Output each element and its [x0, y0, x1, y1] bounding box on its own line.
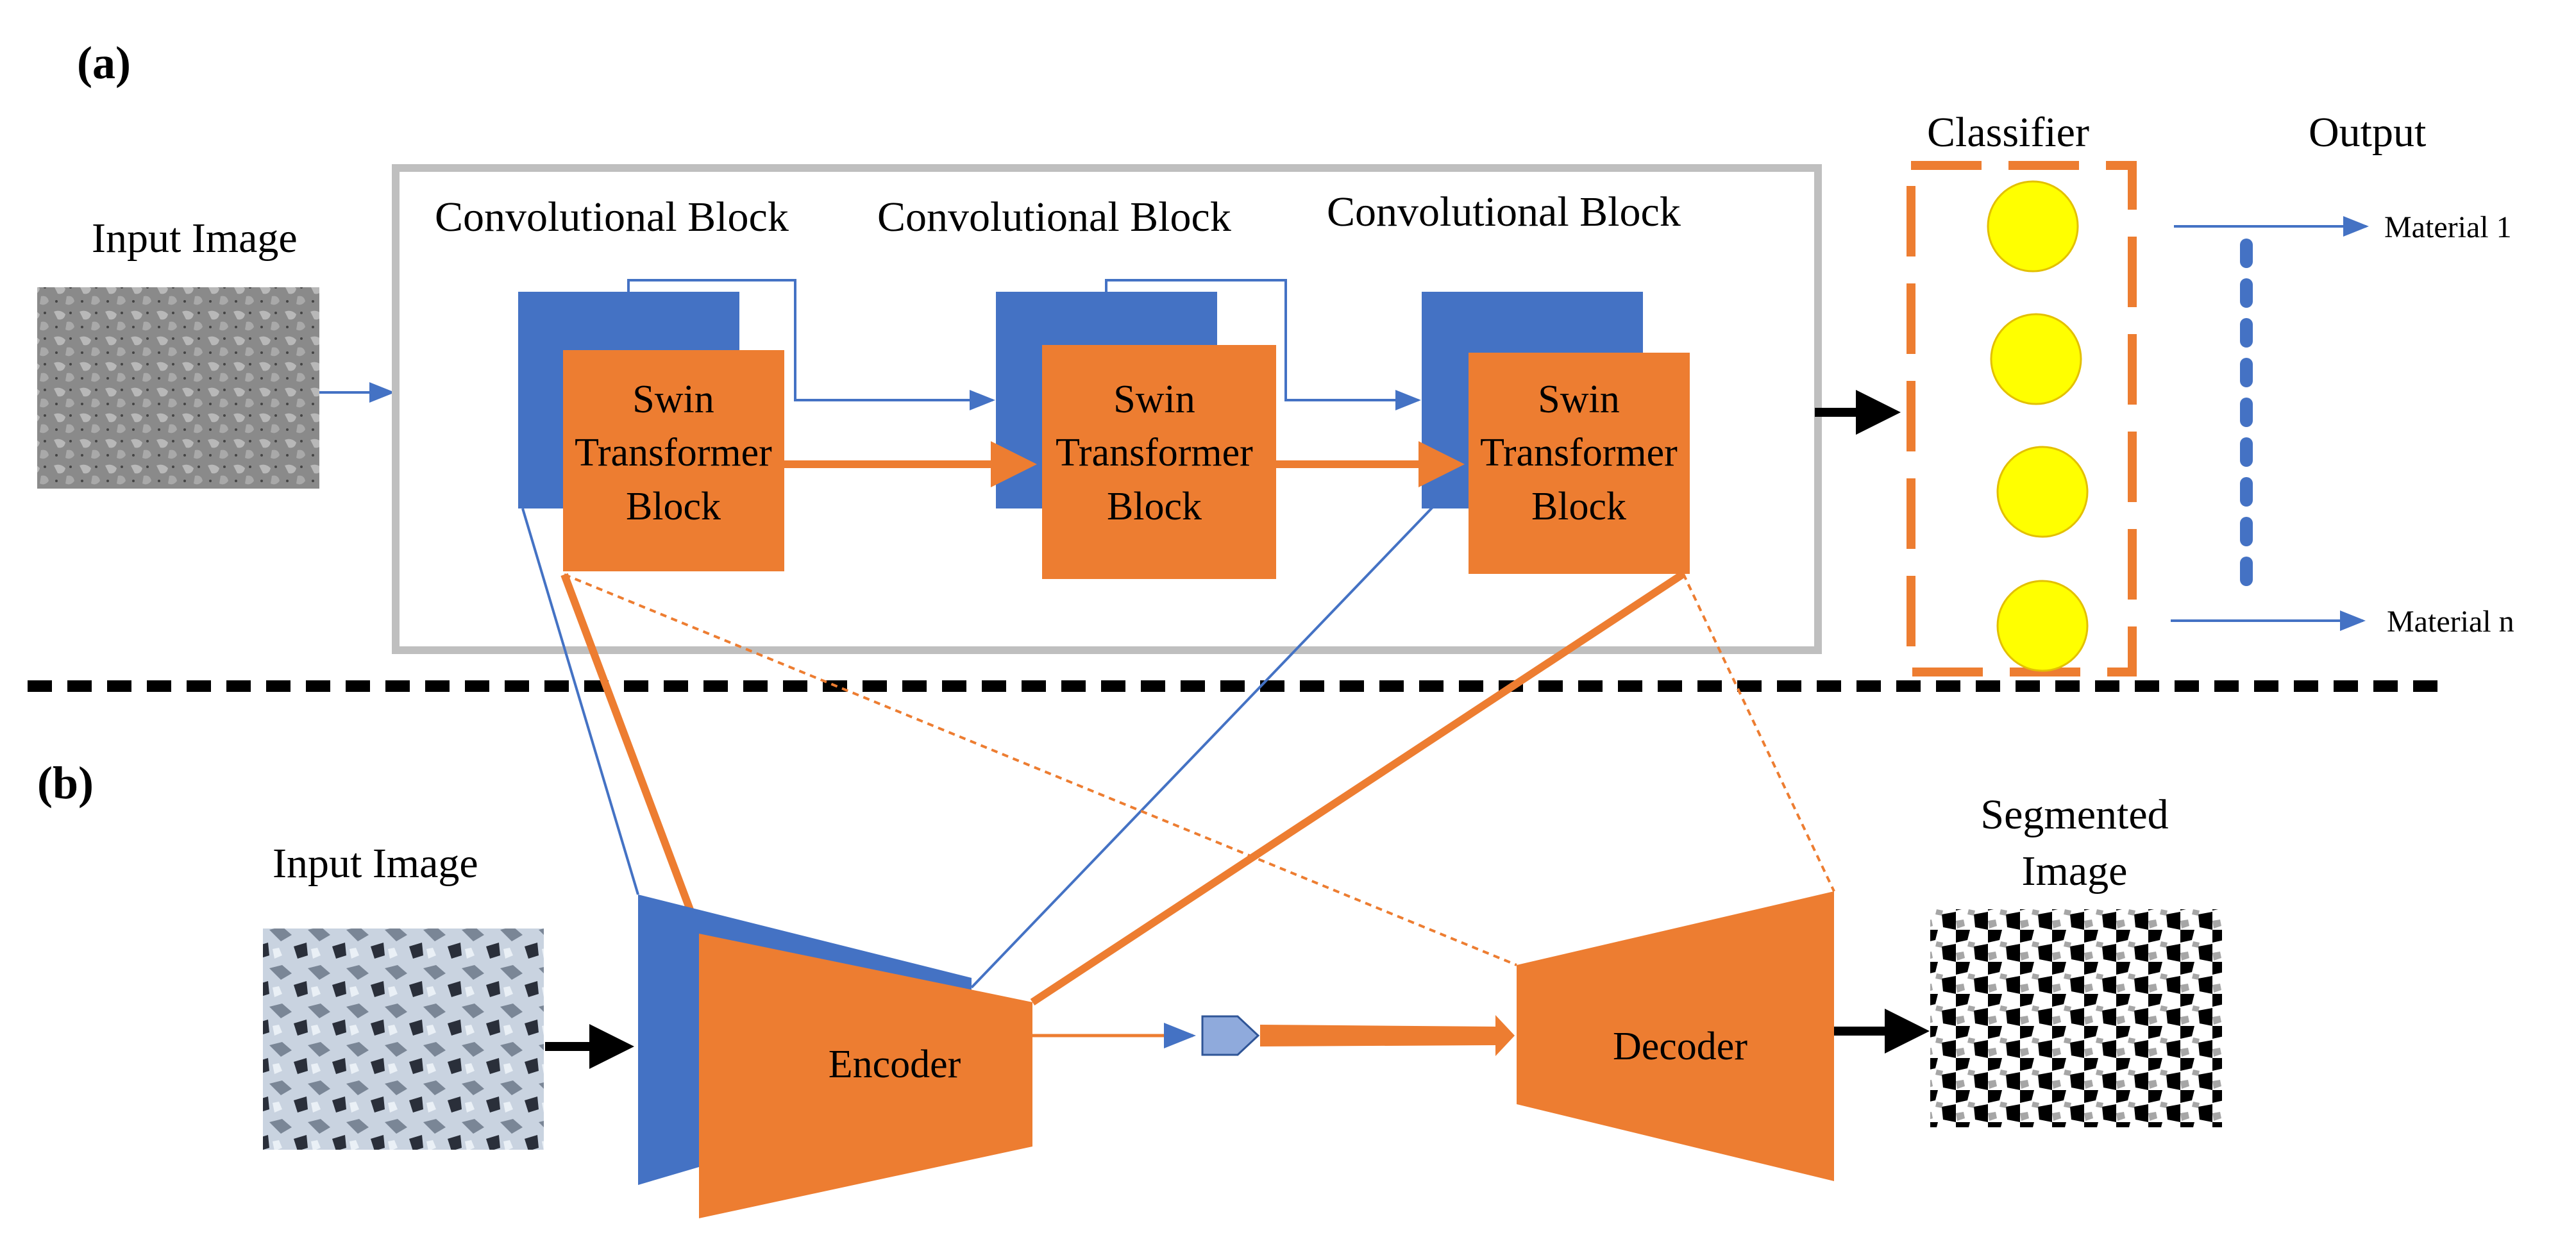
swin-block-3-line2: Transformer: [1480, 431, 1678, 475]
conv-block-title-2: Convolutional Block: [877, 194, 1231, 240]
swin-block-1-line2: Transformer: [575, 431, 772, 475]
bottleneck-shape: [1201, 1015, 1260, 1056]
swin-block-3: [1469, 353, 1690, 574]
connector-orange-thick-2: [1030, 570, 1686, 1006]
connector-orange-dotted-1: [564, 573, 1517, 966]
swin-block-2-line3: Block: [1107, 485, 1202, 528]
swin-block-3-line3: Block: [1531, 485, 1626, 528]
swin-block-1-line3: Block: [626, 485, 721, 528]
segmented-title-line1: Segmented: [1980, 791, 2168, 838]
input-image-b: [263, 928, 544, 1150]
skip-connection-2: [1105, 279, 1421, 410]
decoder-label: Decoder: [1613, 1025, 1747, 1068]
connector-blue-1: [521, 508, 639, 895]
decoder-shape: [1517, 891, 1834, 1181]
conv-block-title-1: Convolutional Block: [435, 194, 789, 240]
swin-block-2-line1: Swin: [1113, 378, 1195, 421]
input-image-a: [37, 287, 319, 489]
input-image-title-b: Input Image: [273, 840, 478, 887]
swin-block-1-line1: Swin: [632, 378, 714, 421]
segmented-title-line2: Image: [2022, 848, 2128, 895]
swin-block-1: [563, 350, 784, 571]
connector-orange-dotted-2: [1682, 573, 1835, 892]
classifier-node-1: [1987, 180, 2079, 273]
classifier-node-3: [1996, 446, 2089, 538]
connector-blue-2: [970, 505, 1435, 989]
conv-block-title-3: Convolutional Block: [1327, 189, 1681, 235]
panel-a-label: (a): [77, 37, 131, 88]
classifier-box: [1907, 161, 2137, 676]
panel-b-label: (b): [37, 757, 94, 809]
swin-block-2: [1042, 345, 1276, 579]
encoder-label: Encoder: [829, 1043, 961, 1086]
classifier-node-2: [1990, 313, 2082, 405]
bottleneck-arrow: [1260, 1015, 1515, 1056]
output-material-n: Material n: [2387, 605, 2514, 639]
classifier-title: Classifier: [1927, 109, 2089, 156]
swin-block-2-line2: Transformer: [1056, 431, 1253, 475]
connector-orange-thick-1: [560, 573, 703, 936]
classifier-node-4: [1996, 580, 2089, 672]
output-material-1: Material 1: [2384, 210, 2512, 244]
swin-block-3-line1: Swin: [1538, 378, 1619, 421]
encoder-shape: [699, 934, 1032, 1218]
output-title: Output: [2309, 109, 2426, 156]
input-image-title-a: Input Image: [92, 215, 298, 262]
skip-connection-1: [627, 279, 995, 410]
segmented-image: [1930, 909, 2222, 1127]
